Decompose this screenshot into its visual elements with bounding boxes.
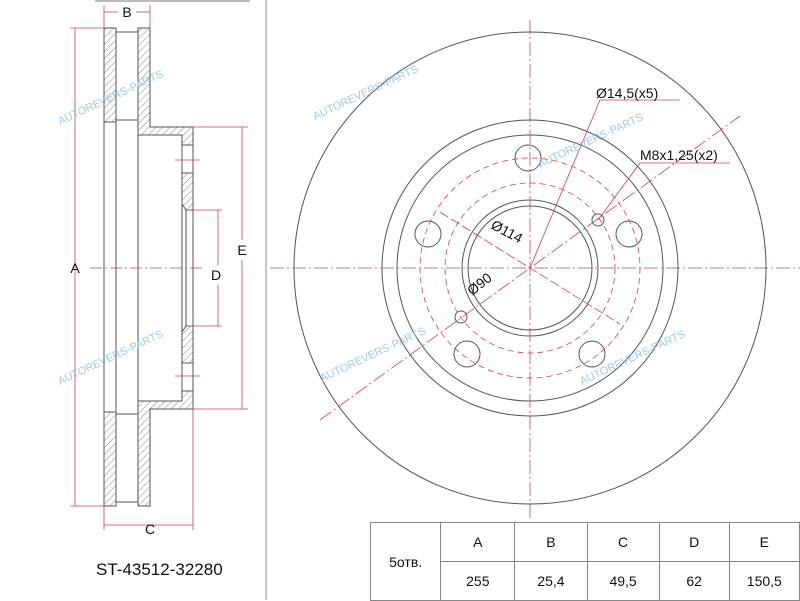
spec-table: 5отв. A B C D E 255 25,4 49,5 62 150,5 [369, 522, 800, 601]
dim-label-d: D [211, 267, 221, 283]
header-d: D [658, 522, 730, 562]
bolt-hole [615, 220, 643, 248]
value-c: 49,5 [586, 561, 660, 601]
header-a: A [440, 522, 516, 562]
thread-hole [591, 213, 605, 227]
dim-label-c: C [145, 521, 155, 537]
value-d: 62 [658, 561, 730, 601]
part-number: ST-43512-32280 [96, 560, 223, 579]
header-e: E [728, 522, 800, 562]
header-c: C [586, 522, 660, 562]
value-b: 25,4 [514, 561, 588, 601]
bolt-hole [414, 220, 442, 248]
thread-hole [454, 310, 468, 324]
watermark: AUTOREVERS-PARTS [578, 328, 687, 387]
dim-label-e: E [237, 242, 246, 258]
row-label: 5отв. [369, 522, 442, 601]
watermark: AUTOREVERS-PARTS [318, 325, 427, 384]
dimension-lines [70, 5, 248, 530]
bolt-hole [578, 340, 606, 368]
watermark: AUTOREVERS-PARTS [536, 111, 645, 170]
dim-label-a: A [70, 260, 80, 276]
bolt-hole [453, 340, 481, 368]
value-a: 255 [440, 561, 516, 601]
value-e: 150,5 [728, 561, 800, 601]
dim-label-b: B [122, 4, 131, 20]
header-b: B [514, 522, 588, 562]
thread-hole-callout: M8x1,25(x2) [640, 147, 718, 163]
pcd-callout: Ø114 [489, 217, 526, 247]
bolt-hole [514, 144, 542, 172]
front-centerlines [270, 20, 800, 520]
bolt-hole-callout: Ø14,5(x5) [596, 85, 658, 101]
watermarks: AUTOREVERS-PARTS AUTOREVERS-PARTS AUTORE… [56, 63, 687, 387]
watermark: AUTOREVERS-PARTS [311, 63, 420, 122]
watermark: AUTOREVERS-PARTS [56, 328, 165, 387]
